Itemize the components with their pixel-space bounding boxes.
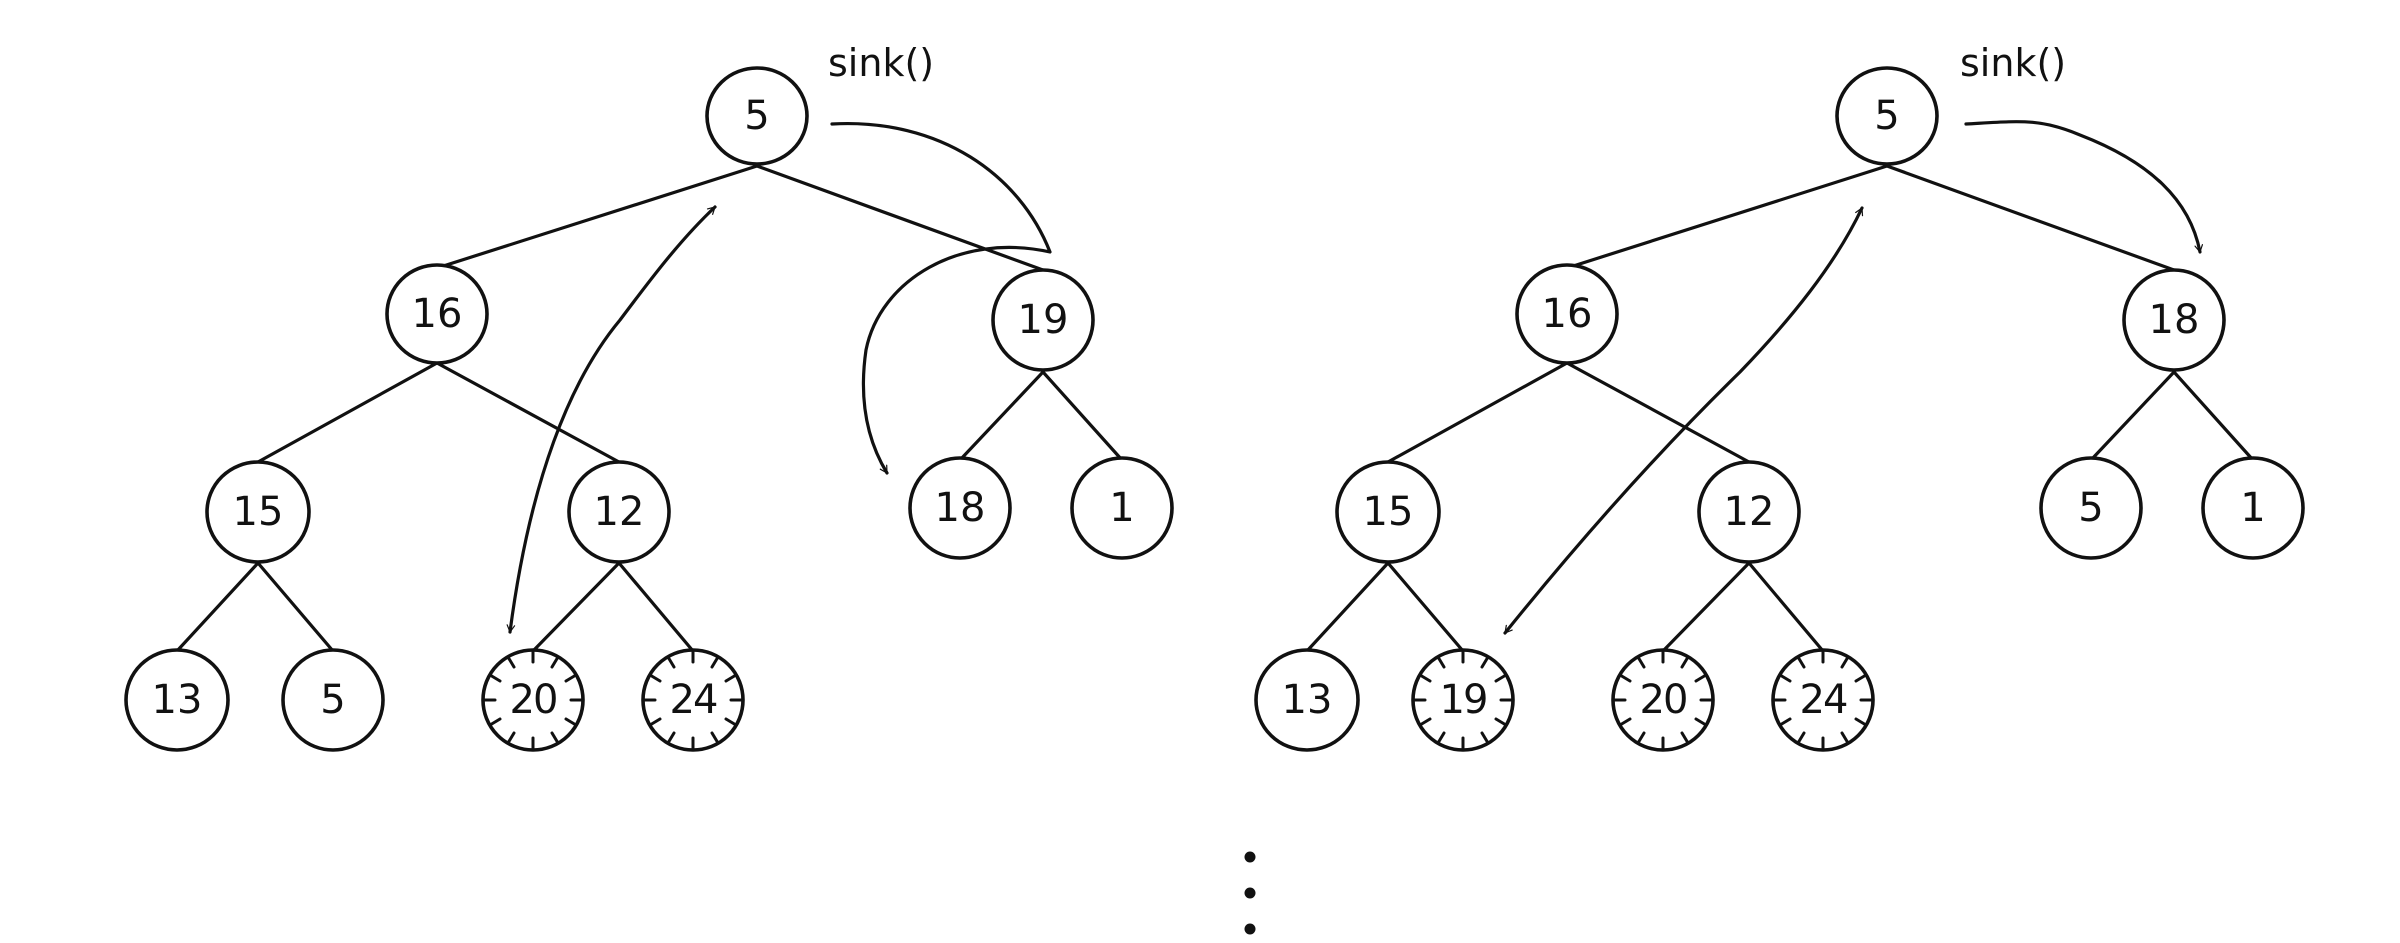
node-value: 5 [320, 677, 345, 723]
heap-node-lll: 13 [124, 648, 230, 752]
node-value: 24 [1800, 677, 1847, 723]
dot [1244, 851, 1256, 863]
node-circle [2039, 456, 2143, 560]
edge [1386, 361, 1569, 464]
heap-node-r: 19 [991, 268, 1095, 372]
node-circle [705, 66, 809, 166]
node-circle [124, 648, 230, 752]
node-value: 5 [744, 93, 769, 139]
heap-node-r: 18 [2122, 268, 2226, 372]
node-value: 16 [412, 291, 463, 337]
node-value: 15 [1363, 489, 1414, 535]
node-value: 16 [1542, 291, 1593, 337]
node-value: 18 [935, 485, 986, 531]
heap-panel-1: 5 16 19 15 12 18 1 13 [124, 41, 1174, 752]
edge [2172, 370, 2255, 462]
sorted-marker [641, 648, 745, 752]
sink-arrow [830, 121, 1052, 475]
swap-arrow [506, 205, 717, 634]
heap-node-lrr: 24 [1771, 648, 1875, 752]
node-value: 24 [670, 677, 717, 723]
sorted-marker [481, 648, 585, 752]
heap-node-llr: 5 [281, 648, 385, 752]
node-value: 15 [233, 489, 284, 535]
node-value: 12 [1724, 489, 1775, 535]
heap-node-l: 16 [385, 263, 489, 365]
node-value: 1 [2240, 485, 2265, 531]
node-value: 5 [2078, 485, 2103, 531]
heap-node-llr: 19 [1411, 648, 1515, 752]
continuation-ellipsis [1244, 851, 1256, 935]
edge [1565, 164, 1889, 270]
edge [256, 561, 335, 653]
heap-panel-2: 5 16 18 15 12 5 1 13 [1254, 41, 2305, 752]
node-circle [1335, 460, 1441, 564]
edge [1747, 561, 1825, 653]
heap-node-lrl: 20 [1611, 648, 1715, 752]
node-value: 13 [152, 677, 203, 723]
node-circle [991, 268, 1095, 372]
node-circle [2201, 456, 2305, 560]
heap-node-rr: 1 [2201, 456, 2305, 560]
heap-node-root: 5 [1835, 66, 1939, 166]
heap-node-l: 16 [1515, 263, 1619, 365]
sorted-marker [1611, 648, 1715, 752]
heap-node-lrr: 24 [641, 648, 745, 752]
edge [175, 561, 260, 653]
sink-annotation: sink() [1960, 41, 2066, 85]
node-value: 20 [510, 677, 557, 723]
node-circle [205, 460, 311, 564]
node-value: 18 [2149, 297, 2200, 343]
edge [1565, 361, 1751, 464]
node-circle [1070, 456, 1174, 560]
node-circle [1835, 66, 1939, 166]
dot [1244, 923, 1256, 935]
heap-node-ll: 15 [1335, 460, 1441, 564]
edge [755, 164, 1045, 272]
edge [435, 164, 759, 270]
edge [958, 370, 1045, 462]
sink-arrow [1964, 120, 2204, 254]
heap-node-rr: 1 [1070, 456, 1174, 560]
node-circle [908, 456, 1012, 560]
heap-node-ll: 15 [205, 460, 311, 564]
tree-edges [1305, 164, 2255, 653]
heap-node-root: 5 [705, 66, 809, 166]
node-value: 13 [1282, 677, 1333, 723]
node-value: 20 [1640, 677, 1687, 723]
edge [2089, 370, 2176, 462]
node-circle [1254, 648, 1360, 752]
edge [435, 361, 621, 464]
edge [617, 561, 695, 653]
dot [1244, 887, 1256, 899]
edge [1885, 164, 2176, 272]
heap-node-lr: 12 [1697, 460, 1801, 564]
tree-edges [175, 164, 1124, 653]
swap-arrow [1503, 206, 1864, 635]
node-value: 19 [1440, 677, 1487, 723]
node-circle [385, 263, 489, 365]
edge [1305, 561, 1390, 653]
edge [1386, 561, 1465, 653]
node-circle [281, 648, 385, 752]
edge [1661, 561, 1751, 653]
heap-node-rl: 18 [908, 456, 1012, 560]
heap-node-lr: 12 [567, 460, 671, 564]
heap-node-rl: 5 [2039, 456, 2143, 560]
edge [531, 561, 621, 653]
sorted-marker [1411, 648, 1515, 752]
node-value: 1 [1109, 485, 1134, 531]
node-value: 12 [594, 489, 645, 535]
heap-node-lll: 13 [1254, 648, 1360, 752]
heap-node-lrl: 20 [481, 648, 585, 752]
node-circle [2122, 268, 2226, 372]
sink-annotation: sink() [828, 41, 934, 85]
node-value: 5 [1874, 93, 1899, 139]
edge [1041, 370, 1124, 462]
edge [256, 361, 439, 464]
sorted-marker [1771, 648, 1875, 752]
node-value: 19 [1018, 297, 1069, 343]
